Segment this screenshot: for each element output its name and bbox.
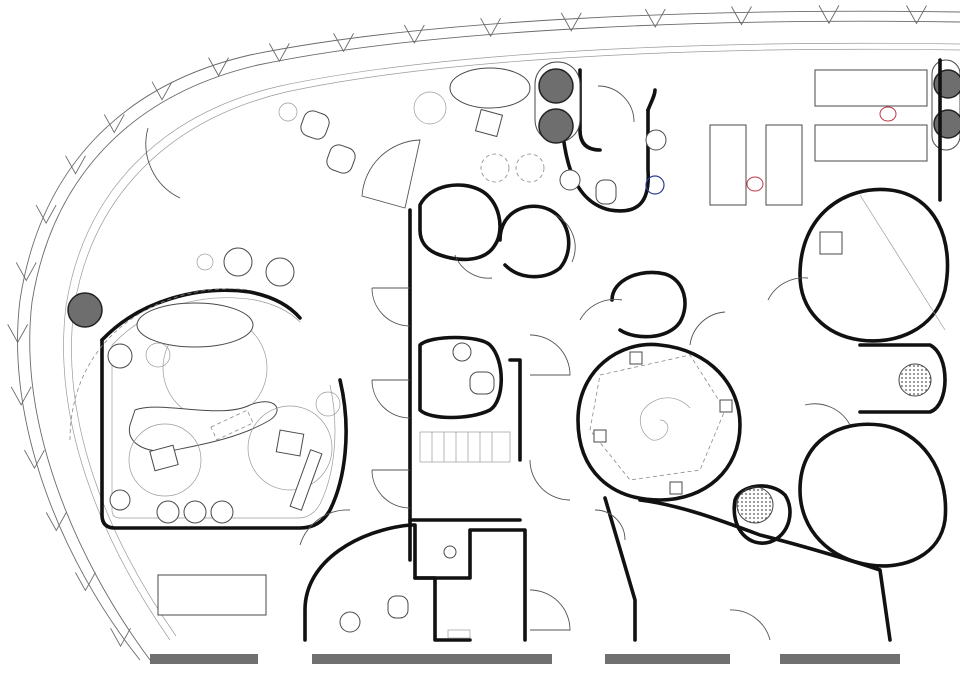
facade-fin [560, 12, 582, 32]
facade-fin [403, 24, 425, 44]
spiral-round-room [576, 270, 742, 502]
fixture-dark-top [538, 68, 574, 104]
round-meeting-room [69, 288, 348, 530]
slab-strips [150, 654, 900, 664]
facade-fin [15, 262, 37, 282]
facade-fin [644, 8, 666, 28]
curved-facade [17, 10, 960, 661]
fixture-dark-right [933, 69, 960, 99]
facade-fin [268, 43, 290, 63]
lounge-furniture [145, 102, 421, 287]
central-spine [371, 208, 571, 562]
facade-fin [818, 5, 840, 25]
right-pods [709, 58, 960, 568]
column-dark-left [67, 292, 103, 328]
facade-fin [906, 5, 927, 25]
facade-fin [110, 627, 131, 648]
facade-fin [480, 17, 501, 38]
top-pod-cluster [413, 61, 667, 279]
facade-fin [151, 81, 173, 101]
facade-fin [208, 57, 229, 77]
facade-fin [65, 155, 86, 175]
facade-fin [35, 204, 57, 225]
lower-rooms [157, 496, 892, 642]
facade-fin [24, 449, 45, 470]
facade-fin [74, 572, 96, 592]
facade-fin [7, 324, 29, 344]
facade-fin [731, 6, 752, 26]
facade-fin [103, 114, 125, 134]
facade-fin [333, 33, 354, 53]
facade-fin [10, 386, 32, 406]
facade-fin [45, 512, 67, 532]
facade-fins [7, 5, 927, 648]
